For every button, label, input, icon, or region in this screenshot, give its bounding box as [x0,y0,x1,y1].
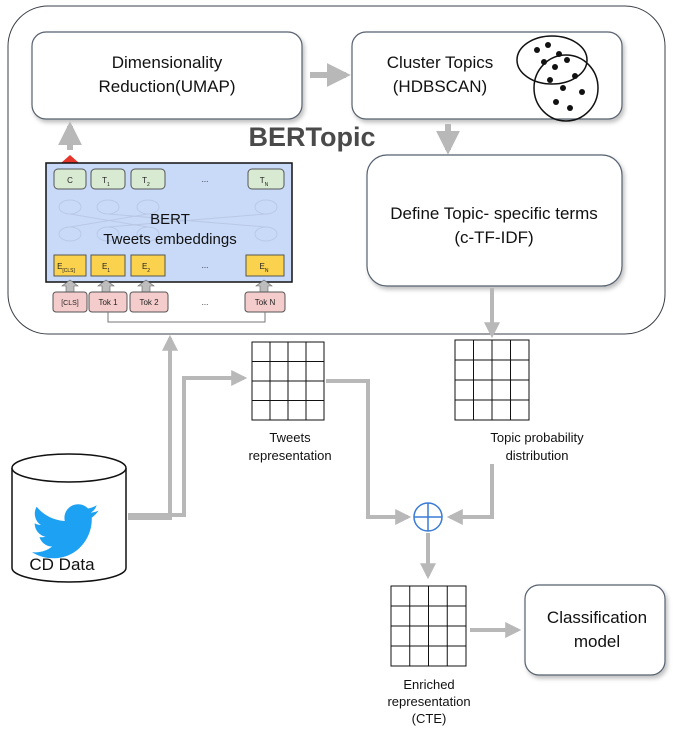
define-terms-box: Define Topic- specific terms (c-TF-IDF) [366,154,623,287]
enriched-matrix-line1: Enriched [403,677,454,692]
enriched-matrix-line2: representation [387,694,470,709]
cluster-topics-line2: (HDBSCAN) [393,77,487,96]
embedding-ellipsis: ... [202,261,209,270]
bert-line1: BERT [150,211,190,228]
twitter-bird-icon [31,504,99,559]
arrow-data-to-tweets-matrix [128,370,248,517]
topic-matrix-line2: distribution [506,448,569,463]
cluster-topics-box: Cluster Topics (HDBSCAN) [351,31,623,120]
topic-matrix [454,339,530,421]
define-terms-line1: Define Topic- specific terms [390,204,598,223]
output-token-t2: T2 [142,176,150,188]
cluster-venn-icon [516,35,599,122]
bert-embeddings: E[CLS] E1 E2 ... EN [53,254,285,277]
embedding-en: EN [260,262,269,274]
input-token-tok2: Tok 2 [139,298,159,307]
dim-reduction-line2: Reduction(UMAP) [99,77,236,96]
input-token-cls: [CLS] [61,300,79,307]
tweets-matrix-line1: Tweets [269,430,311,445]
classification-line2: model [574,632,620,651]
tweets-matrix [251,341,325,421]
classification-line1: Classification [547,608,647,627]
tweets-matrix-line2: representation [248,448,331,463]
input-token-ellipsis: ... [202,298,209,307]
cluster-topics-line1: Cluster Topics [387,53,493,72]
embedding-cls: E[CLS] [57,262,75,274]
enriched-matrix-line3: (CTE) [412,711,447,726]
input-token-tokn: Tok N [255,298,276,307]
input-up-arrows [61,279,273,294]
bert-input-tokens: [CLS] Tok 1 Tok 2 ... Tok N [52,291,286,313]
concatenation-plus-icon [413,502,443,532]
arrow-tweets-to-plus [326,379,412,525]
bert-line2: Tweets embeddings [103,231,236,248]
bert-output-tokens: C T1 T2 ... TN [53,168,285,190]
input-bracket [107,312,266,323]
dim-reduction-box: Dimensionality Reduction(UMAP) [31,31,303,120]
bertopic-title: BERTopic [249,122,376,152]
embedding-e2: E2 [142,262,150,274]
output-token-c: C [67,176,73,185]
output-token-t1: T1 [102,176,110,188]
embedding-e1: E1 [102,262,110,274]
bert-block: BERT Tweets embeddings C T1 T2 ... TN E[… [45,162,293,283]
classification-box: Classification model [524,584,666,676]
output-token-tn: TN [260,176,269,188]
output-token-ellipsis: ... [202,175,209,184]
enriched-matrix [390,585,467,667]
define-terms-line2: (c-TF-IDF) [454,228,533,247]
cd-data-label: CD Data [29,555,95,574]
topic-matrix-line1: Topic probability [490,430,584,445]
dim-reduction-line1: Dimensionality [112,53,223,72]
input-token-tok1: Tok 1 [98,298,118,307]
arrow-data-to-bert [128,334,178,520]
arrow-topic-to-plus [446,464,494,525]
